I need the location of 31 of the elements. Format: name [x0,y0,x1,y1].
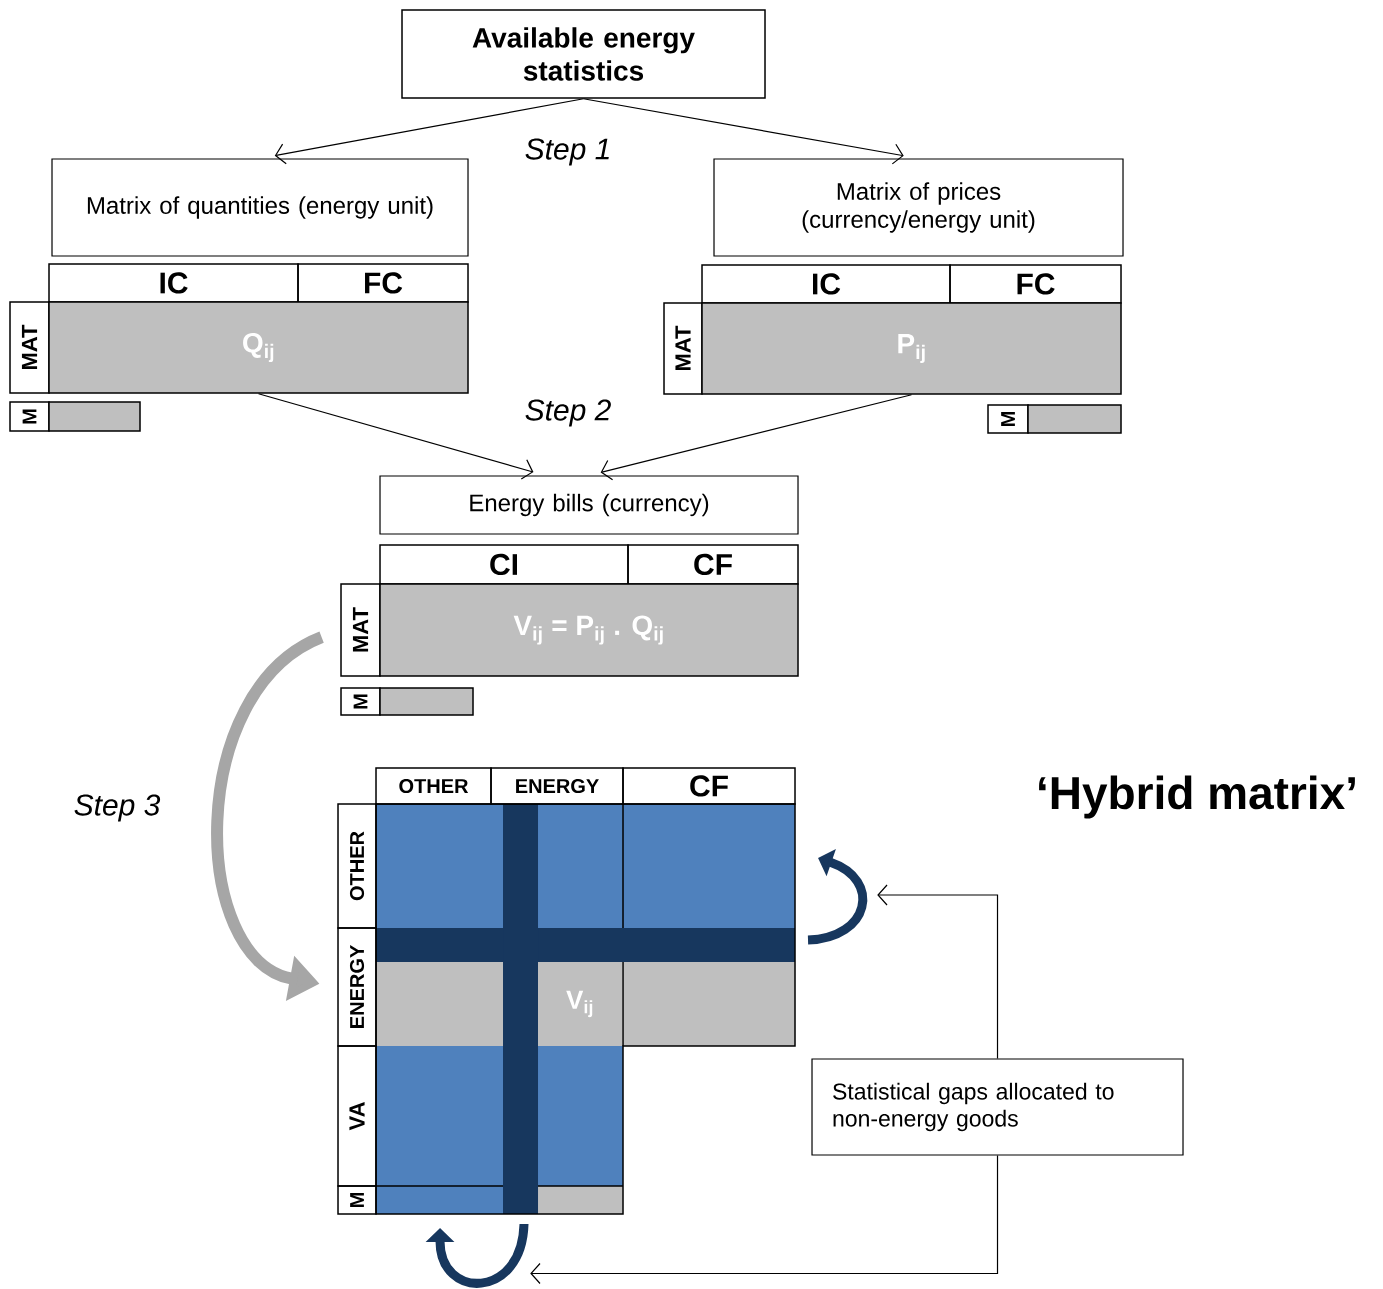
note-box: Statistical gaps allocated to non-energy goods [811,1058,1184,1156]
column-header: ENERGY [490,767,624,805]
node-label: V$_{ij}$ [566,990,593,1018]
heading: ‘Hybrid matrix’ [1039,775,1355,819]
text-box: Matrix of quantities (energy unit) [51,158,469,257]
text-box: Available energy statistics [401,9,766,99]
matrix-cell: V$_{ij}$ [538,962,622,1046]
column-header: CF [622,767,796,805]
matrix-block: V$_{ij}$ = P$_{ij}$ . Q$_{ij}$ [379,583,799,677]
step-label: Step 2 [525,399,611,427]
step-label: Step 3 [74,794,161,822]
arrow [600,394,913,481]
matrix-block [48,401,141,432]
step-label: Step 1 [525,138,609,166]
row-header: ENERGY [337,927,377,1047]
matrix-block [379,687,474,716]
arrow [877,884,999,1059]
arrow [582,98,904,165]
row-header: OTHER [337,803,377,929]
arrow [530,1155,999,1285]
text-box: Energy bills (currency) [379,475,799,535]
arrow [274,98,585,165]
arrow [257,393,534,480]
matrix-block: P$_{ij}$ [701,302,1122,395]
curved-arrow [425,1223,529,1288]
text-box: Matrix of prices (currency/energy unit) [713,158,1124,257]
column-header: OTHER [375,767,492,805]
row-header: VA [337,1045,377,1187]
row-header: M [337,1185,377,1215]
matrix-block [1027,404,1122,434]
matrix-block: Q$_{ij}$ [48,301,469,394]
